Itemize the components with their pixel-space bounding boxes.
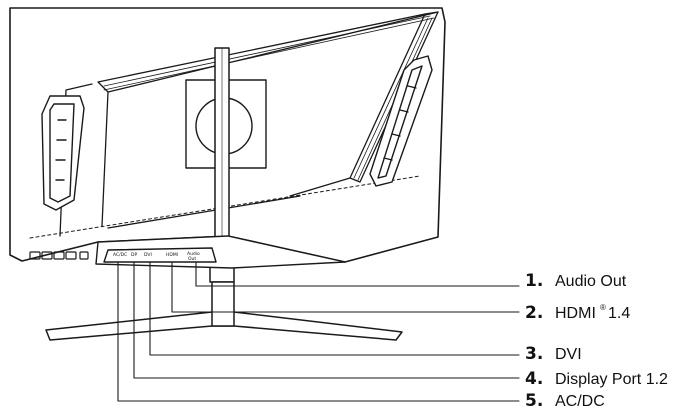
- callout-number-4: 4.: [525, 369, 543, 389]
- port-labels: AC/DC DP DVI HDMI Audio Out: [113, 251, 200, 262]
- callout-label-acdc: AC/DC: [555, 393, 605, 409]
- leader-line-hdmi: [171, 261, 520, 313]
- port-label-audio-1: Audio: [187, 251, 200, 257]
- right-grip: [369, 55, 433, 187]
- left-grip: [41, 95, 85, 211]
- port-label-audio-2: Out: [188, 256, 196, 262]
- callout-label-audio-out: Audio Out: [555, 273, 627, 290]
- port-label-dvi: DVI: [144, 252, 152, 258]
- port-label-acdc: AC/DC: [113, 252, 127, 258]
- callout-number-1: 1.: [525, 271, 543, 291]
- port-label-hdmi: HDMI: [166, 252, 178, 258]
- callout-label-hdmi: HDMI: [555, 305, 596, 322]
- leader-lines: [117, 261, 520, 402]
- callout-label-dvi: DVI: [555, 346, 582, 363]
- callout-registered-mark: ®: [600, 303, 606, 312]
- port-label-dp: DP: [131, 252, 137, 258]
- hatch-band-top: [103, 15, 435, 91]
- leader-line-display-port: [133, 261, 520, 379]
- stand-base: [45, 281, 403, 341]
- io-bezel: [95, 235, 346, 269]
- leader-line-audio-out: [195, 261, 520, 287]
- callout-label-hdmi-version: 1.4: [608, 305, 630, 322]
- callout-number-2: 2.: [525, 303, 543, 323]
- callout-list: 1. Audio Out 2. HDMI ® 1.4 3. DVI 4. Dis…: [525, 271, 668, 409]
- callout-number-3: 3.: [525, 344, 543, 364]
- callout-label-display-port: Display Port 1.2: [555, 371, 668, 388]
- leader-line-dvi: [149, 261, 520, 356]
- control-buttons: [29, 251, 89, 260]
- callout-number-5: 5.: [525, 391, 543, 409]
- leader-line-acdc: [117, 261, 520, 402]
